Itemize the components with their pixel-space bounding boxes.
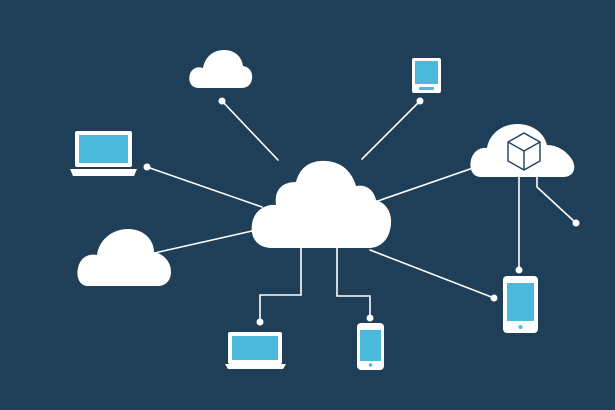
cloud-cube-icon <box>470 124 575 177</box>
connector-central-to-right-phone <box>369 249 495 299</box>
laptop-icon <box>225 332 286 369</box>
connector-central-to-bottom-phone <box>336 247 371 319</box>
connector-dot <box>416 97 424 105</box>
connector-storage-branch <box>536 176 577 224</box>
cloud-icon <box>189 50 253 88</box>
connector-dot <box>366 314 374 322</box>
connector-central-to-top-cloud <box>221 100 279 161</box>
connector-central-to-storage-cloud <box>371 167 474 204</box>
connector-central-to-left-cloud <box>149 230 253 255</box>
connector-dot <box>490 294 498 302</box>
connector-central-to-bottom-laptop <box>259 247 302 323</box>
connector-lines <box>146 100 577 323</box>
connector-dots <box>143 97 580 326</box>
connector-dot <box>143 163 151 171</box>
connector-dot <box>256 318 264 326</box>
phone-icon <box>357 323 384 370</box>
central-cloud-icon <box>251 160 392 248</box>
connector-dot <box>218 97 226 105</box>
connector-dot <box>515 266 523 274</box>
connector-central-to-tablet <box>361 100 421 160</box>
tablet-icon <box>412 58 441 93</box>
laptop-icon <box>70 131 137 176</box>
cube-icon <box>507 132 541 171</box>
cloud-icon <box>77 229 171 286</box>
connector-central-to-laptop <box>146 166 263 208</box>
connector-dot <box>572 219 580 227</box>
phone-icon <box>503 276 538 333</box>
